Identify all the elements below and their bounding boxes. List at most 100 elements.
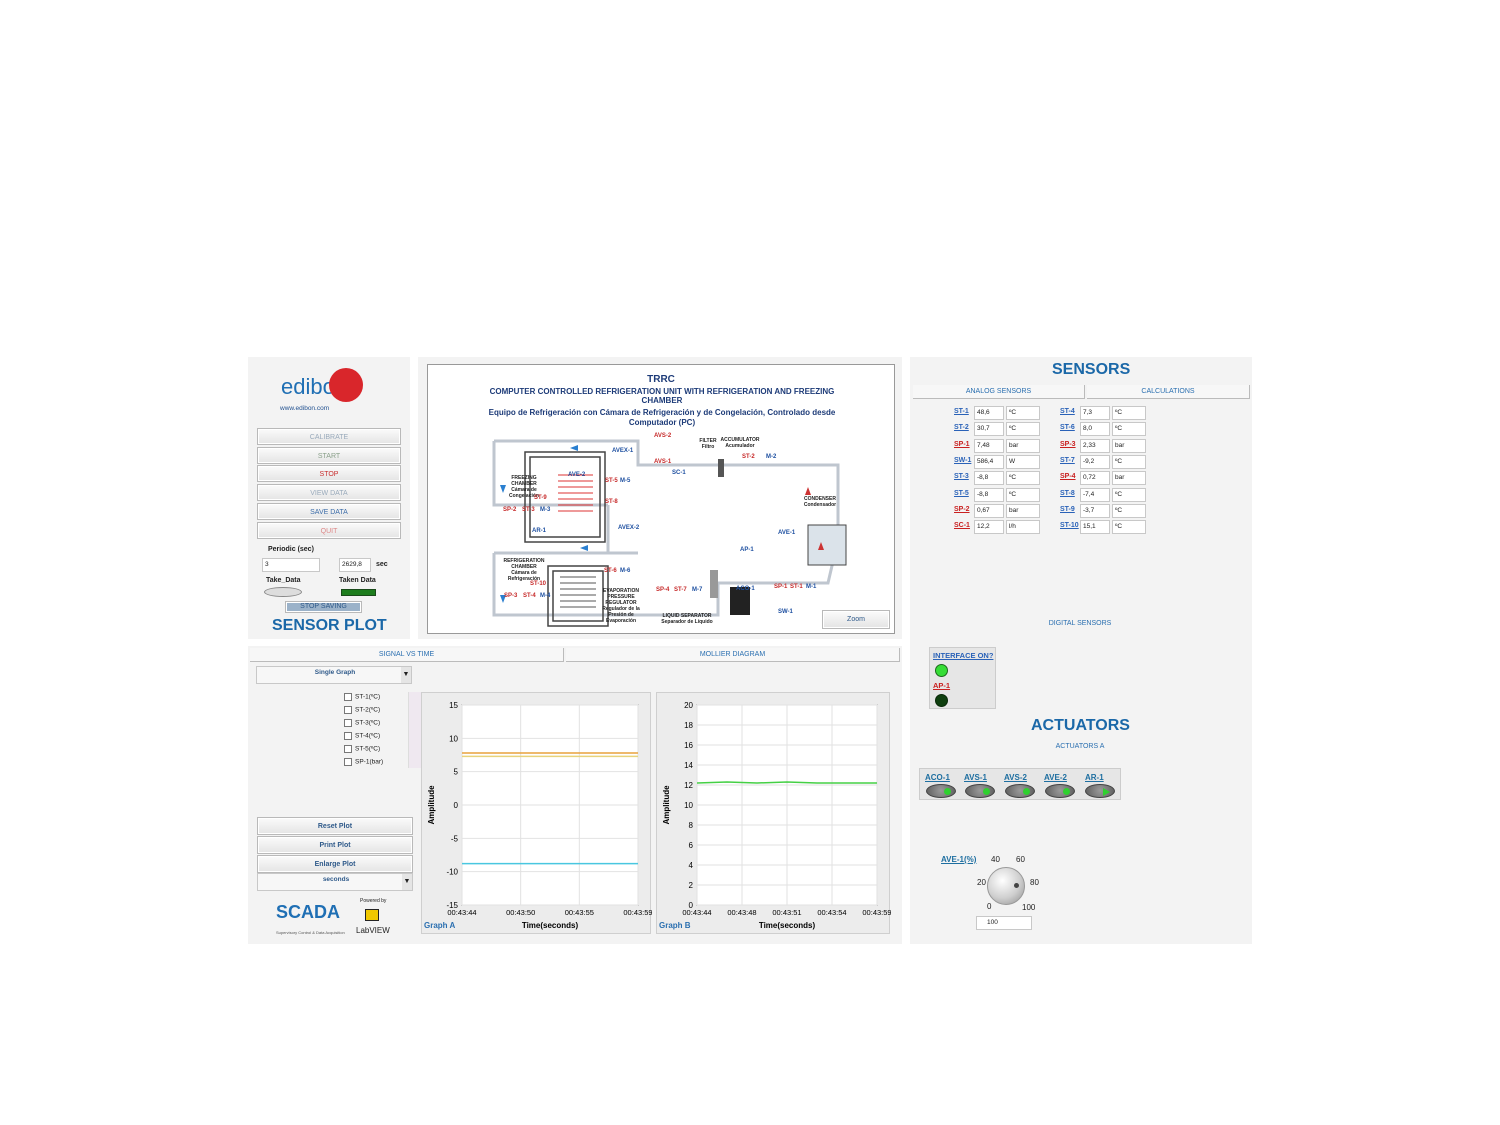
- actuators-tab[interactable]: ACTUATORS A: [1055, 743, 1105, 750]
- y-tick-label: 5: [454, 768, 459, 777]
- process-diagram: TRRC COMPUTER CONTROLLED REFRIGERATION U…: [427, 364, 895, 634]
- sensor-value: -7,4: [1080, 487, 1110, 502]
- dial-tick-0: 0: [987, 902, 992, 911]
- start-button[interactable]: START: [257, 447, 401, 464]
- y-tick-label: 12: [684, 781, 693, 790]
- ave1-dial[interactable]: [987, 867, 1025, 905]
- tag-sp1: SP-1: [774, 584, 788, 590]
- chevron-down-icon[interactable]: ▼: [401, 667, 411, 683]
- time-unit-select[interactable]: seconds: [257, 873, 413, 891]
- brand-url: www.edibon.com: [280, 405, 330, 412]
- channel-list: ST-1(ºC) ST-2(ºC) ST-3(ºC) ST-4(ºC) ST-5…: [340, 689, 432, 769]
- sensor-plot-title: SENSOR PLOT: [272, 617, 387, 634]
- labview-label: LabVIEW: [356, 926, 390, 935]
- sensor-unit: ºC: [1112, 520, 1146, 535]
- sensor-unit: bar: [1112, 438, 1146, 453]
- sensor-label: SP-3: [1060, 440, 1076, 448]
- sensor-value: 0,72: [1080, 471, 1110, 486]
- tag-m5: M-5: [620, 478, 631, 484]
- y-tick-label: 18: [684, 721, 693, 730]
- ave1-value-input[interactable]: 100: [976, 916, 1032, 930]
- ave1-label: AVE-1(%): [941, 855, 977, 864]
- sensor-label: ST-3: [954, 473, 969, 481]
- sensor-unit: bar: [1112, 471, 1146, 486]
- y-tick-label: 0: [454, 801, 459, 810]
- ap1-led: [935, 694, 948, 707]
- x-tick-label: 00:43:59: [862, 908, 891, 917]
- sensor-unit: ºC: [1006, 471, 1040, 486]
- avs1-switch[interactable]: [965, 784, 995, 798]
- aco1-switch[interactable]: [926, 784, 956, 798]
- avs2-switch[interactable]: [1005, 784, 1035, 798]
- channel-scrollbar[interactable]: [408, 692, 425, 768]
- dial-tick-40: 40: [991, 855, 1000, 864]
- stop-saving-button[interactable]: STOP SAVING: [285, 601, 362, 613]
- enlarge-plot-button[interactable]: Enlarge Plot: [257, 855, 413, 873]
- y-tick-label: 4: [689, 861, 694, 870]
- sensor-label: ST-4: [1060, 408, 1075, 415]
- y-tick-label: 0: [689, 901, 694, 910]
- sensor-unit: ºC: [1112, 503, 1146, 518]
- sensor-label: SW-1: [954, 456, 972, 464]
- sensor-unit: ºC: [1006, 422, 1040, 437]
- graph-mode-select[interactable]: Single Graph: [256, 666, 412, 684]
- scada-logo: SCADA Supervisory Control & Data Acquisi…: [276, 902, 345, 935]
- sensor-label: ST-7: [1060, 456, 1075, 464]
- reset-plot-button[interactable]: Reset Plot: [257, 817, 413, 835]
- sensor-unit: bar: [1006, 503, 1040, 518]
- sensor-value: -3,7: [1080, 503, 1110, 518]
- channel-item[interactable]: ST-2(ºC): [344, 706, 380, 714]
- x-tick-label: 00:43:44: [447, 908, 476, 917]
- aco1-label: ACO-1: [925, 773, 950, 782]
- ar1-switch[interactable]: [1085, 784, 1115, 798]
- channel-item[interactable]: ST-3(ºC): [344, 719, 380, 727]
- sensor-value: 7,48: [974, 438, 1004, 453]
- calibrate-button[interactable]: CALIBRATE: [257, 428, 401, 445]
- periodic-label: Periodic (sec): [268, 546, 314, 553]
- channel-item[interactable]: ST-4(ºC): [344, 732, 380, 740]
- x-tick-label: 00:43:50: [506, 908, 535, 917]
- x-tick-label: 00:43:44: [682, 908, 711, 917]
- sensor-unit: ºC: [1112, 487, 1146, 502]
- channel-item[interactable]: ST-1(ºC): [344, 693, 380, 701]
- sensor-value: 586,4: [974, 454, 1004, 469]
- tab-calculations[interactable]: CALCULATIONS: [1087, 385, 1250, 399]
- sensor-value: 0,67: [974, 503, 1004, 518]
- take-data-toggle[interactable]: [264, 587, 302, 597]
- graph-title: Graph A: [424, 921, 455, 930]
- sensor-unit: W: [1006, 454, 1040, 469]
- tab-signal-vs-time[interactable]: SIGNAL VS TIME: [250, 648, 564, 662]
- condenser-label: CONDENSER Condensador: [803, 496, 837, 508]
- tag-st10: ST-10: [530, 581, 547, 587]
- ave2-switch[interactable]: [1045, 784, 1075, 798]
- tab-mollier-diagram[interactable]: MOLLIER DIAGRAM: [566, 648, 900, 662]
- chevron-down-icon[interactable]: ▼: [402, 874, 412, 890]
- dial-tick-80: 80: [1030, 878, 1039, 887]
- zoom-button[interactable]: Zoom: [822, 610, 890, 629]
- tab-analog-sensors[interactable]: ANALOG SENSORS: [913, 385, 1085, 399]
- save-data-button[interactable]: SAVE DATA: [257, 503, 401, 520]
- dial-tick-60: 60: [1016, 855, 1025, 864]
- sensor-value: 48,6: [974, 406, 1004, 420]
- x-tick-label: 00:43:51: [772, 908, 801, 917]
- ap1-label: AP-1: [933, 681, 951, 690]
- channel-item[interactable]: SP-1(bar): [344, 758, 383, 766]
- sensor-unit: l/h: [1006, 520, 1040, 535]
- diagram-title-es: Equipo de Refrigeración con Cámara de Re…: [488, 408, 836, 427]
- channel-item[interactable]: ST-5(ºC): [344, 745, 380, 753]
- tag-ave1: AVE-1: [778, 530, 796, 536]
- sensor-unit: bar: [1006, 438, 1040, 453]
- sensor-unit: ºC: [1112, 406, 1146, 420]
- sensor-value: 30,7: [974, 422, 1004, 437]
- sensor-unit: ºC: [1006, 406, 1040, 420]
- stop-button[interactable]: STOP: [257, 465, 401, 482]
- view-data-button[interactable]: VIEW DATA: [257, 484, 401, 501]
- sensor-label: ST-2: [954, 424, 969, 432]
- sensor-label: SP-1: [954, 440, 970, 448]
- quit-button[interactable]: QUIT: [257, 522, 401, 539]
- periodic-input[interactable]: 3: [262, 558, 320, 572]
- powered-by-label: Powered by: [360, 898, 387, 904]
- print-plot-button[interactable]: Print Plot: [257, 836, 413, 854]
